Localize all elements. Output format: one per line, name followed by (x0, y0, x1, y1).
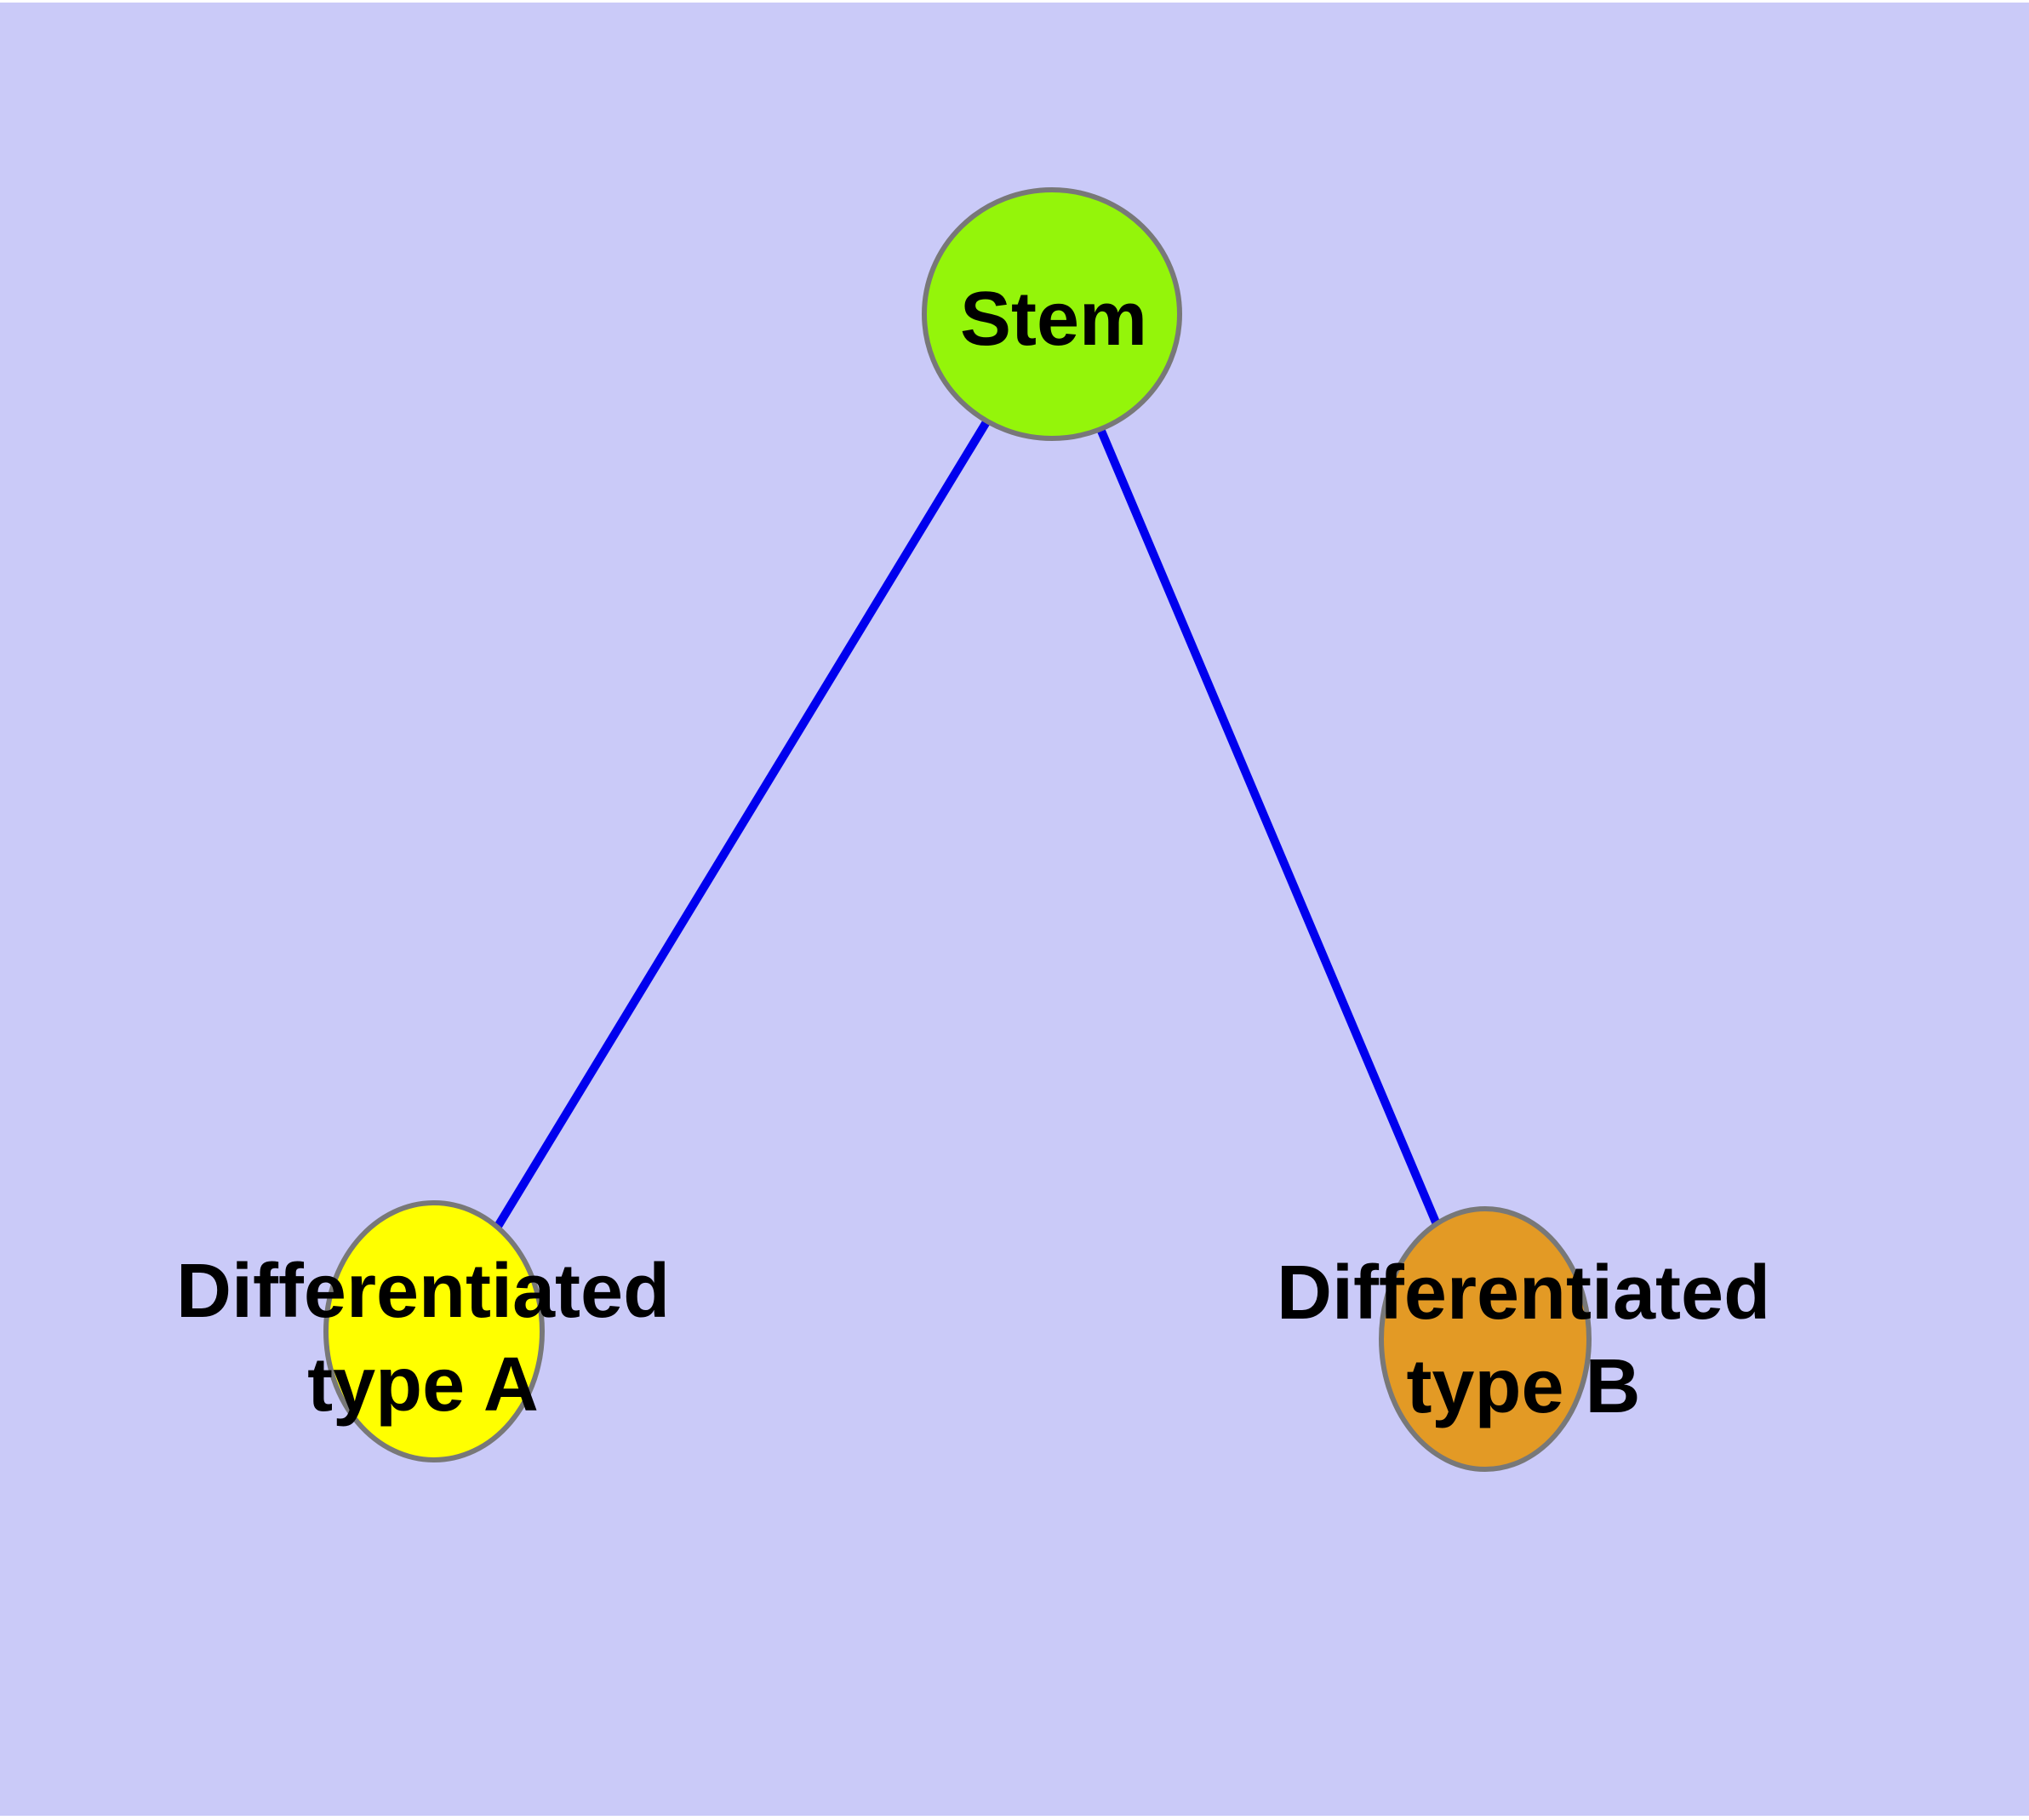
node-type-a-label: Differentiated type A (176, 1245, 670, 1432)
node-type-a-label-line1: Differentiated (175, 1249, 671, 1334)
node-stem-label: Stem (959, 277, 1148, 362)
edge-stem-to-type-a (430, 312, 1056, 1334)
node-type-b-label: Differentiated type B (1277, 1246, 1770, 1434)
node-type-b-label-line1: Differentiated (1276, 1251, 1771, 1336)
node-type-b-label-line2: type B (1406, 1344, 1641, 1429)
edge-stem-to-type-b (1048, 312, 1489, 1341)
node-type-a-label-line2: type A (307, 1342, 539, 1428)
node-type-b[interactable] (1379, 1206, 1592, 1472)
node-stem[interactable] (922, 187, 1182, 441)
node-type-a[interactable] (323, 1200, 545, 1462)
